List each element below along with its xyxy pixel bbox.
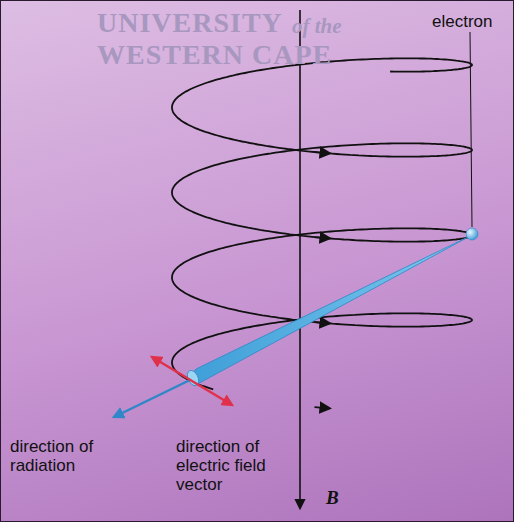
watermark: of the (292, 14, 372, 38)
field-axis (299, 10, 301, 508)
electron (466, 228, 478, 240)
leader-line (470, 32, 472, 227)
watermark: UNIVERSITY (97, 8, 283, 38)
motion-arrow (315, 407, 330, 408)
motion-arrow (315, 237, 330, 238)
part-label: electron (432, 12, 510, 31)
watermark: WESTERN CAPE (97, 40, 332, 70)
field-label: B (326, 488, 356, 507)
motion-arrow (315, 152, 330, 153)
motion-arrow (315, 322, 330, 323)
helix-path (172, 58, 472, 408)
helix-curve (172, 58, 472, 389)
radiation-beam (191, 235, 472, 386)
field-vector-arrow (152, 357, 232, 405)
direction-label: direction of radiation (10, 437, 96, 475)
direction-label: direction of electric field vector (176, 437, 278, 494)
radiation-arrow (114, 380, 190, 417)
